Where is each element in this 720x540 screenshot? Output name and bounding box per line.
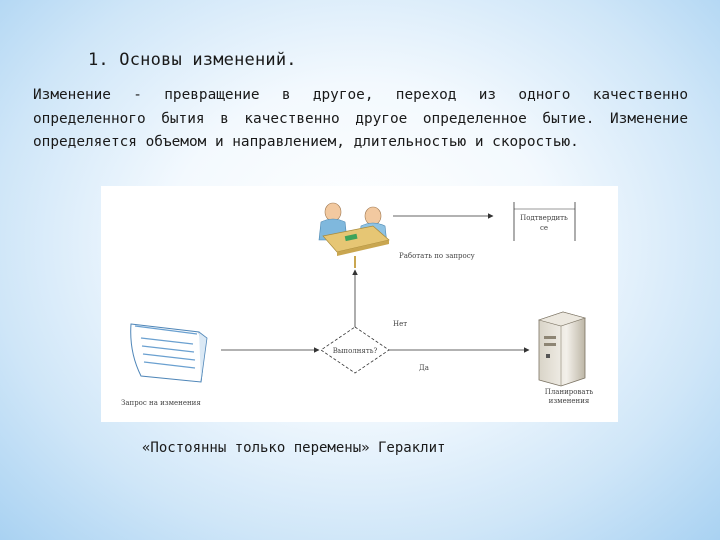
document-icon	[130, 323, 208, 383]
confirm-label-2: се	[540, 224, 548, 232]
server-icon	[537, 311, 587, 387]
yes-label: Да	[419, 364, 429, 372]
confirm-box: Подтвердить се	[513, 202, 576, 241]
request-label: Запрос на изменения	[121, 399, 201, 407]
meeting-people-icon	[318, 202, 390, 268]
heraclitus-quote: «Постоянны только перемены» Гераклит	[142, 440, 446, 456]
process-diagram: Подтвердить се Работать по запросу Выпол…	[101, 186, 618, 422]
definition-paragraph: Изменение - превращение в другое, перехо…	[33, 87, 688, 150]
work-label: Работать по запросу	[399, 252, 476, 260]
process-diagram-svg: Подтвердить се Работать по запросу Выпол…	[121, 202, 594, 407]
no-label: Нет	[393, 320, 407, 328]
decision-diamond: Выполнять?	[320, 326, 390, 374]
slide-title: 1. Основы изменений.	[88, 50, 297, 70]
confirm-label-1: Подтвердить	[520, 214, 568, 222]
decision-label: Выполнять?	[333, 347, 378, 355]
